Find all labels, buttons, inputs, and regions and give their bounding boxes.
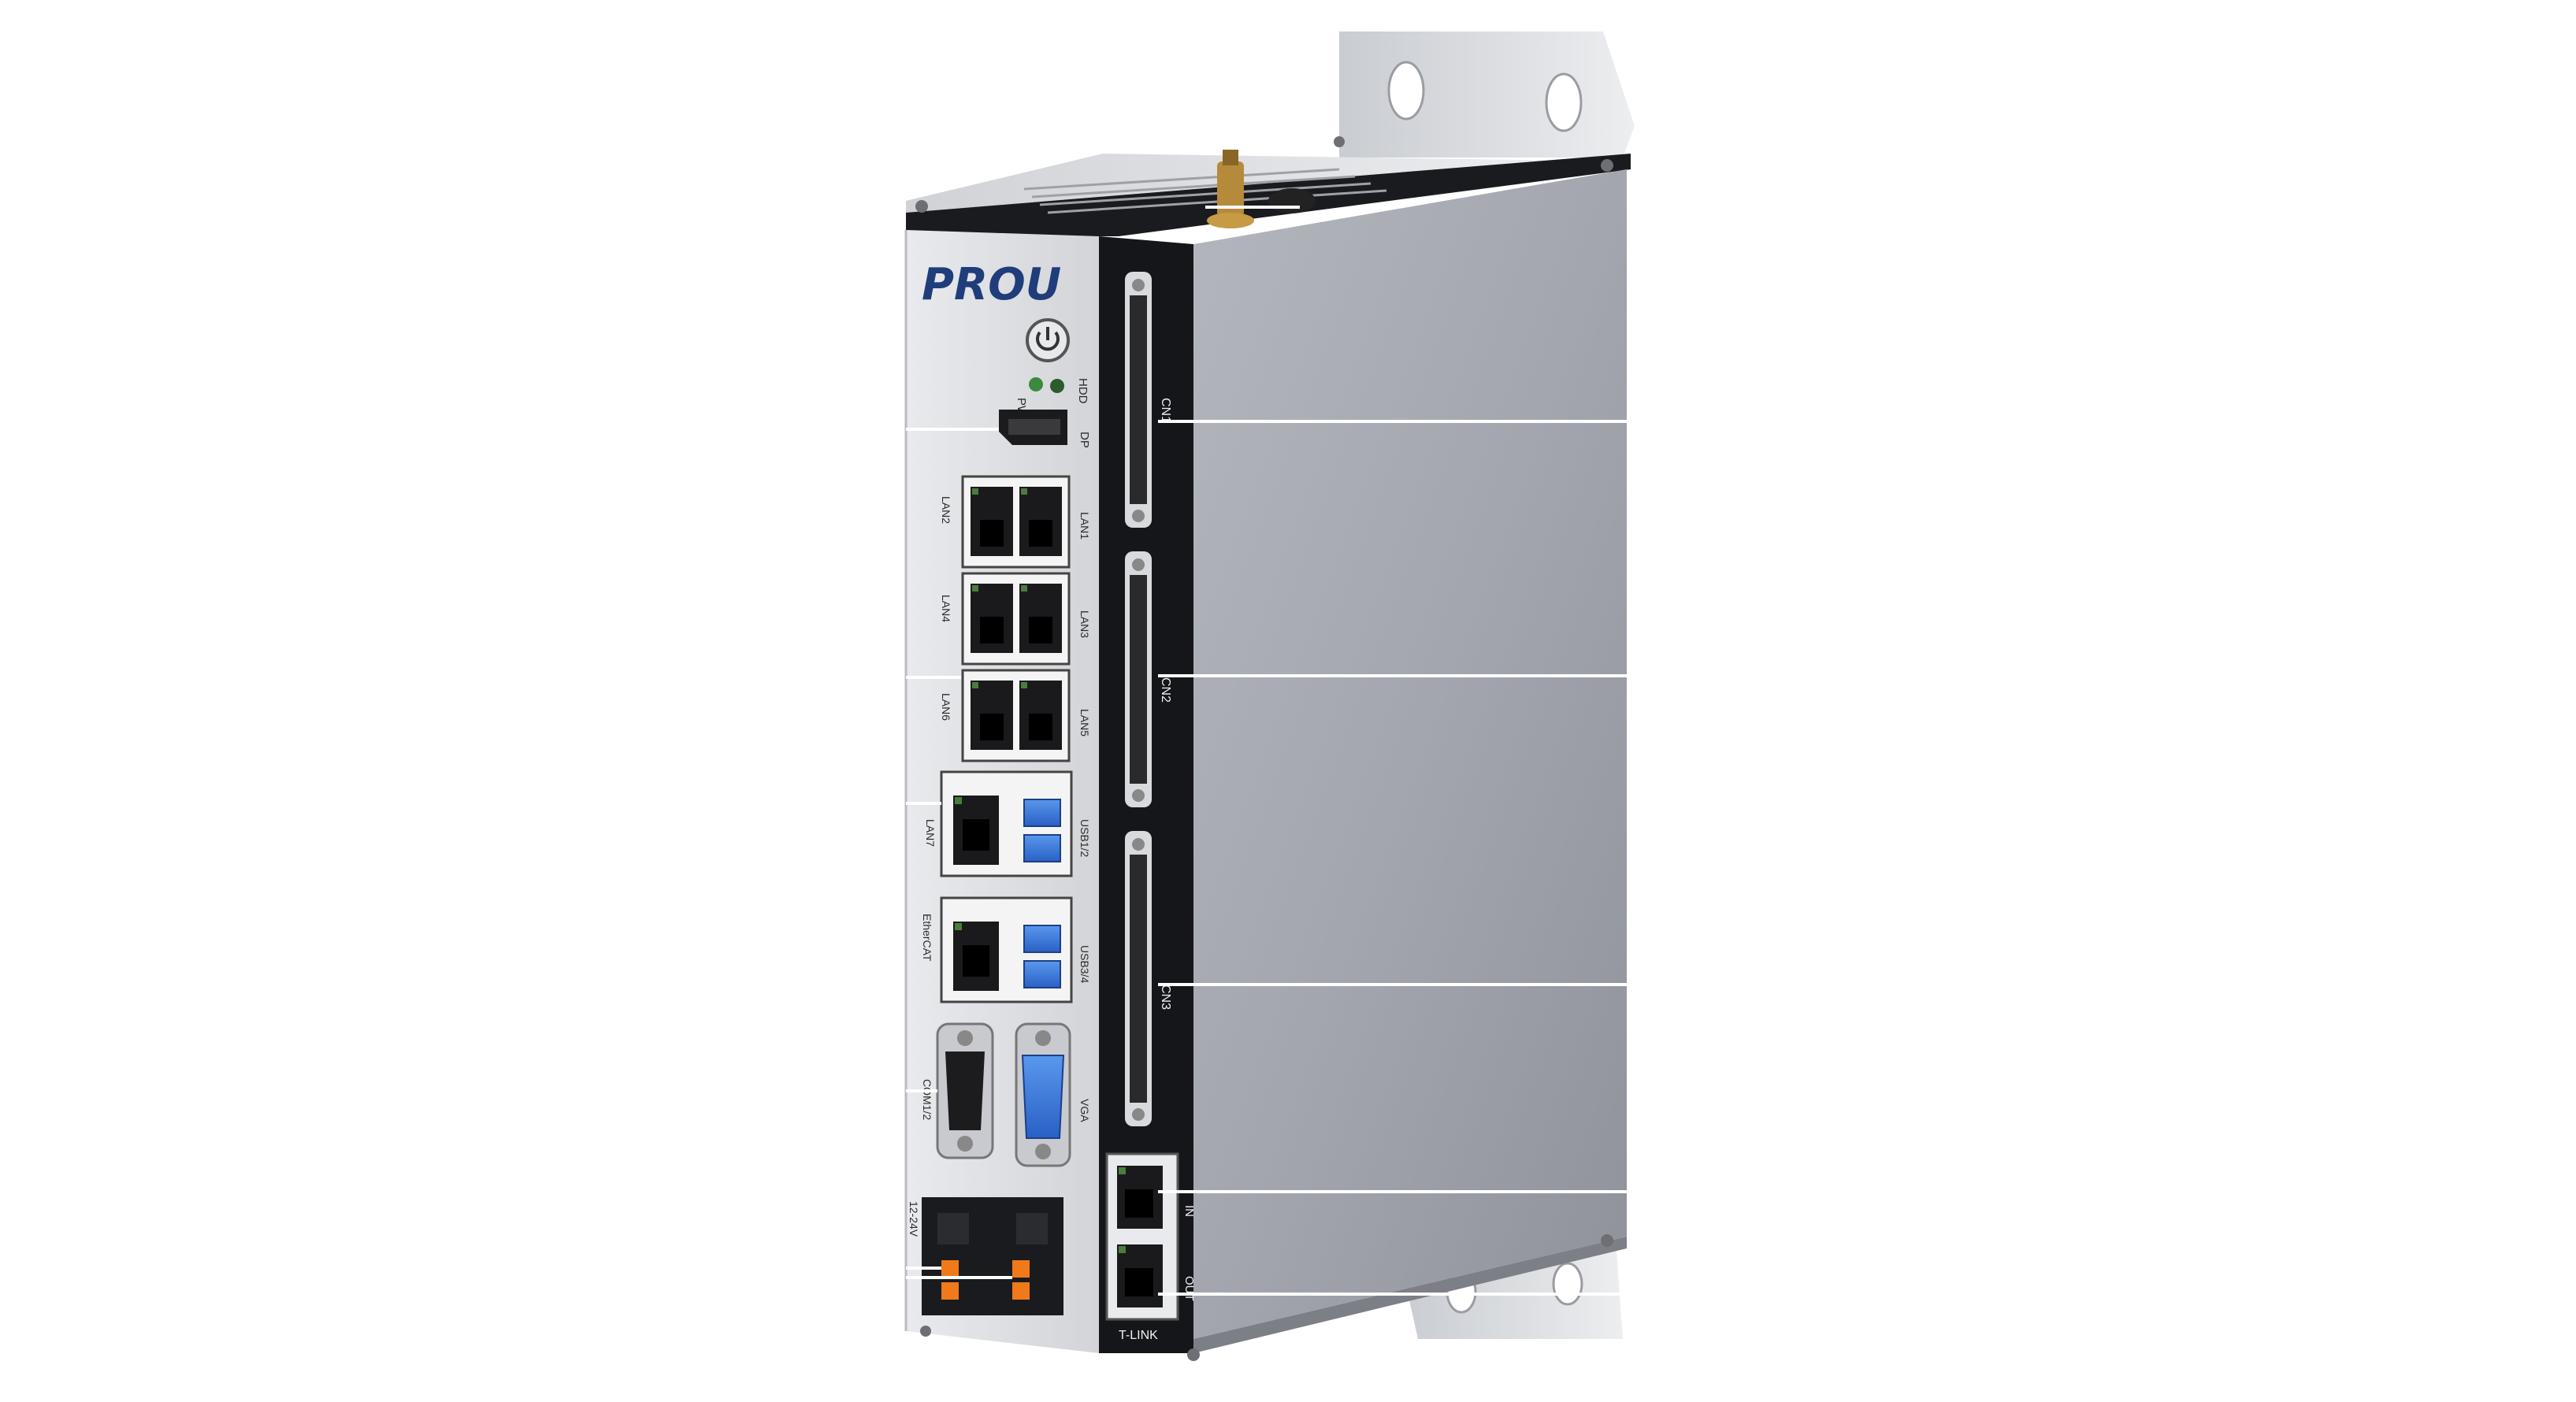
lan-block-3-4	[961, 572, 1071, 666]
tlink-block	[1105, 1152, 1179, 1321]
tlink-label: T-LINK	[1119, 1329, 1158, 1342]
antenna-icon	[1207, 150, 1254, 228]
lan6-port[interactable]	[971, 681, 1013, 750]
cn2-label: CN2	[1159, 677, 1172, 703]
tlink-in-port[interactable]	[1117, 1166, 1163, 1229]
tlink-in-label: IN	[1182, 1205, 1196, 1217]
lan4-port[interactable]	[971, 584, 1013, 653]
tlink-out-label: OUT	[1182, 1276, 1196, 1301]
cn3-label: CN3	[1159, 985, 1172, 1010]
usb4-port[interactable]	[1023, 960, 1061, 988]
power-button-icon	[1036, 331, 1060, 351]
cn1-label: CN1	[1159, 398, 1172, 423]
vga-label: VGA	[1078, 1099, 1091, 1122]
hdd-label: HDD	[1076, 378, 1089, 404]
com-port[interactable]	[936, 1022, 994, 1159]
lan7-label: LAN7	[924, 819, 937, 847]
chassis-top	[906, 150, 1631, 236]
usb34-label: USB3/4	[1078, 945, 1091, 983]
lan7-port[interactable]	[953, 796, 999, 865]
lan4-label: LAN4	[940, 595, 952, 622]
lan1-label: LAN1	[1078, 512, 1091, 540]
callout-lines	[906, 206, 1635, 1296]
usb12-label: USB1/2	[1078, 819, 1091, 857]
dp-label: DP	[1078, 432, 1091, 448]
ethercat-port[interactable]	[953, 922, 999, 991]
lan7-usb12-block	[940, 770, 1073, 877]
pwr-led	[1029, 377, 1043, 391]
chassis-side-panel	[1193, 169, 1627, 1339]
usb3-port[interactable]	[1023, 925, 1061, 953]
ethercat-usb34-block	[940, 896, 1073, 1003]
lan5-label: LAN5	[1078, 709, 1091, 736]
cn1-connector[interactable]	[1125, 272, 1152, 528]
lan-block-1-2	[961, 475, 1071, 569]
lan2-port[interactable]	[971, 487, 1013, 556]
screws	[915, 136, 1613, 1361]
cn3-connector[interactable]	[1125, 831, 1152, 1126]
tlink-out-port[interactable]	[1117, 1244, 1163, 1307]
vga-port[interactable]	[1015, 1022, 1071, 1167]
mounting-bracket-top	[1339, 32, 1635, 158]
power-button[interactable]	[1026, 318, 1070, 362]
brand-logo: PROU	[922, 259, 1061, 310]
mounting-hole	[1545, 72, 1583, 132]
mounting-hole	[1387, 61, 1425, 121]
ethercat-label: EtherCAT	[921, 914, 934, 962]
usb1-port[interactable]	[1023, 799, 1061, 827]
hdd-led	[1050, 379, 1064, 393]
lan5-port[interactable]	[1019, 681, 1062, 750]
power-in-label: 12-24V	[908, 1201, 920, 1237]
lan3-port[interactable]	[1019, 584, 1062, 653]
lan3-label: LAN3	[1078, 610, 1091, 638]
usb2-port[interactable]	[1023, 834, 1061, 862]
com-label: COM1/2	[921, 1079, 934, 1120]
lan2-label: LAN2	[940, 496, 952, 524]
lan6-label: LAN6	[940, 693, 952, 721]
cn2-connector[interactable]	[1125, 551, 1152, 807]
lan-block-5-6	[961, 669, 1071, 762]
lan1-port[interactable]	[1019, 487, 1062, 556]
displayport-port[interactable]	[999, 410, 1067, 445]
power-terminal-block[interactable]	[922, 1197, 1063, 1315]
